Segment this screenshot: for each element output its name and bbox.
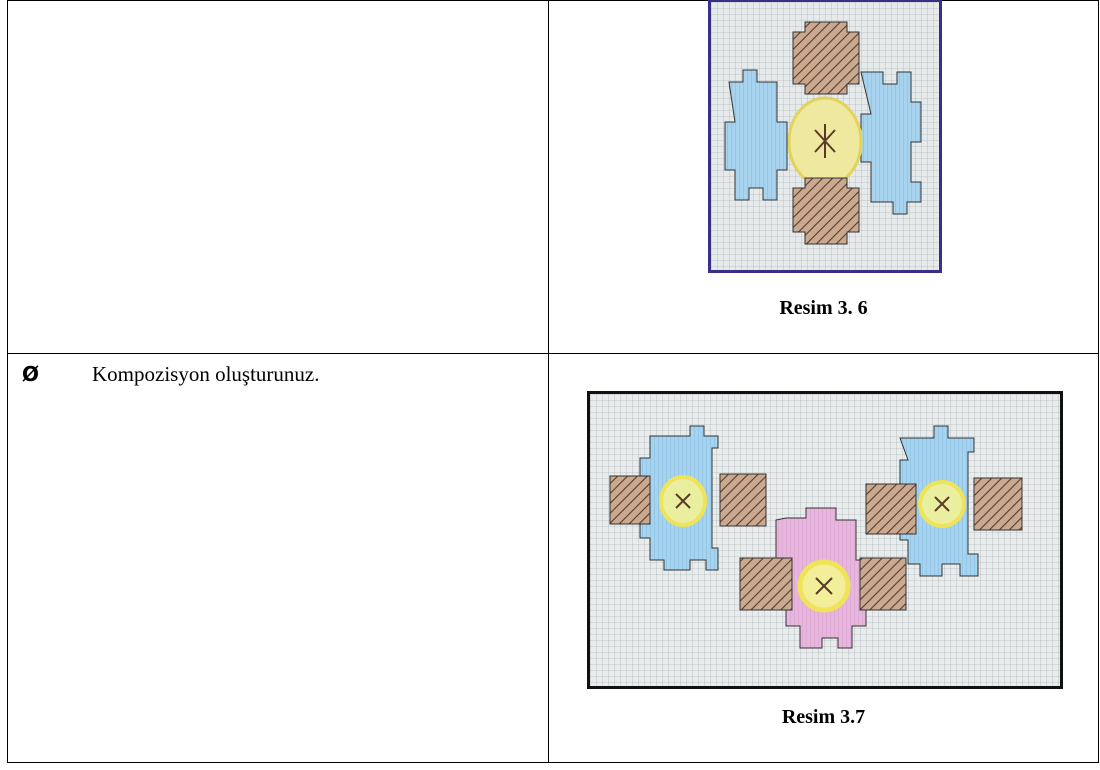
cross-stitch-flower-image xyxy=(708,0,942,273)
composition-pattern-svg xyxy=(590,394,1060,687)
cross-stitch-composition-image xyxy=(587,391,1063,690)
bullet-icon: Ø xyxy=(22,362,40,387)
content-table: Resim 3. 6 Ø Kompozisyon oluşturunuz. xyxy=(7,0,1099,763)
table-row: Ø Kompozisyon oluşturunuz. xyxy=(7,353,1099,763)
table-row: Resim 3. 6 xyxy=(7,0,1099,355)
instruction-text: Kompozisyon oluşturunuz. xyxy=(92,362,320,387)
figure-caption: Resim 3.7 xyxy=(781,706,866,729)
instruction-cell: Ø Kompozisyon oluşturunuz. xyxy=(7,353,549,763)
image-cell: Resim 3. 6 xyxy=(548,0,1099,355)
flower-pattern-svg xyxy=(711,2,939,270)
figure-caption: Resim 3. 6 xyxy=(779,297,868,319)
instruction-item: Ø Kompozisyon oluşturunuz. xyxy=(22,362,319,387)
image-cell: Resim 3.7 xyxy=(548,353,1099,763)
empty-cell xyxy=(7,0,549,355)
